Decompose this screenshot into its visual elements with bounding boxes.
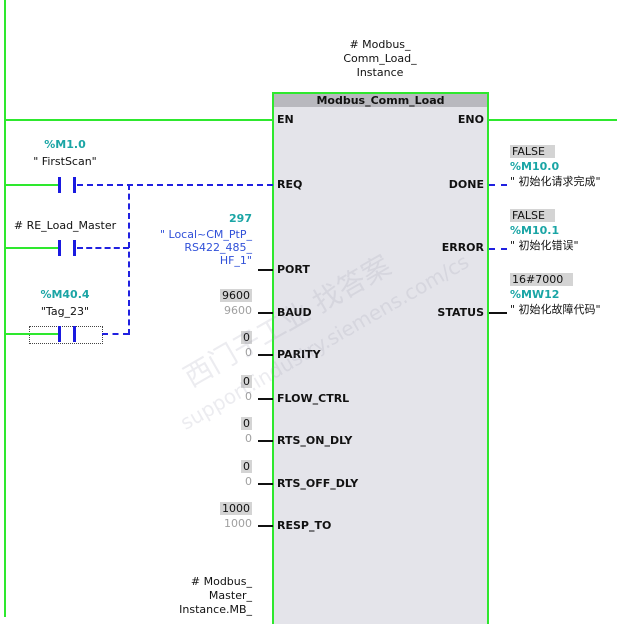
error-value: FALSE	[510, 209, 555, 222]
pin-error: ERROR	[441, 241, 484, 254]
power-rail	[4, 0, 6, 617]
contact-2-name: # RE_Load_Master	[13, 219, 117, 232]
wire	[258, 312, 273, 314]
contact-tag23-right[interactable]	[73, 326, 76, 342]
pin-rts-off-dly: RTS_OFF_DLY	[277, 477, 359, 490]
wire	[77, 184, 273, 186]
pin-baud: BAUD	[277, 306, 312, 319]
wire	[258, 398, 273, 400]
port-name[interactable]: " Local~CM_PtP_RS422_485_HF_1"	[159, 228, 252, 267]
param-rts_on_dly[interactable]: 0 0	[241, 417, 252, 445]
pin-parity: PARITY	[277, 348, 321, 361]
output-done[interactable]: FALSE %M10.0 " 初始化请求完成"	[510, 145, 601, 188]
wire	[258, 525, 273, 527]
port-value: 297	[229, 212, 252, 225]
wire	[77, 247, 129, 249]
pin-eno: ENO	[457, 113, 484, 126]
contact-re-load-master[interactable]	[58, 240, 61, 256]
param-parity[interactable]: 0 0	[241, 331, 252, 359]
eno-wire	[489, 119, 617, 121]
wire	[258, 483, 273, 485]
contact-3-name: "Tag_23"	[40, 305, 90, 318]
contact-3-address: %M40.4	[40, 288, 90, 301]
pin-status: STATUS	[437, 306, 484, 319]
instance-db[interactable]: # Modbus_Comm_Load_Instance	[343, 38, 417, 79]
contact-firstscan-right[interactable]	[73, 177, 76, 193]
block-title: Modbus_Comm_Load	[274, 94, 487, 107]
contact-firstscan[interactable]	[58, 177, 61, 193]
pin-req: REQ	[277, 178, 303, 191]
contact-tag23-box[interactable]	[29, 326, 103, 344]
output-error[interactable]: FALSE %M10.1 " 初始化错误"	[510, 209, 579, 252]
wire	[489, 184, 507, 186]
wire	[5, 247, 58, 249]
contact-re-load-master-right[interactable]	[73, 240, 76, 256]
wire	[258, 440, 273, 442]
contact-tag23[interactable]	[58, 326, 61, 342]
pin-rts-on-dly: RTS_ON_DLY	[277, 434, 353, 447]
wire	[489, 248, 507, 250]
wire	[258, 269, 273, 271]
function-block[interactable]	[272, 92, 489, 624]
done-value: FALSE	[510, 145, 555, 158]
wire	[5, 184, 58, 186]
pin-done: DONE	[448, 178, 484, 191]
wire	[489, 312, 507, 314]
or-branch	[128, 184, 130, 335]
pin-port: PORT	[277, 263, 310, 276]
pin-flow-ctrl: FLOW_CTRL	[277, 392, 350, 405]
wire	[102, 333, 129, 335]
wire	[258, 354, 273, 356]
mb-instance[interactable]: # Modbus_Master_Instance.MB_	[179, 575, 252, 616]
output-status[interactable]: 16#7000 %MW12 " 初始化故障代码"	[510, 273, 601, 316]
param-flow_ctrl[interactable]: 0 0	[241, 375, 252, 403]
param-resp_to[interactable]: 1000 1000	[220, 502, 252, 530]
wire	[5, 333, 58, 335]
contact-1-name: " FirstScan"	[33, 155, 97, 168]
pin-resp-to: RESP_TO	[277, 519, 332, 532]
pin-en: EN	[277, 113, 294, 126]
param-baud[interactable]: 9600 9600	[220, 289, 252, 317]
status-value: 16#7000	[510, 273, 574, 286]
contact-1-address: %M1.0	[44, 138, 86, 151]
param-rts_off_dly[interactable]: 0 0	[241, 460, 252, 488]
en-wire	[5, 119, 273, 121]
